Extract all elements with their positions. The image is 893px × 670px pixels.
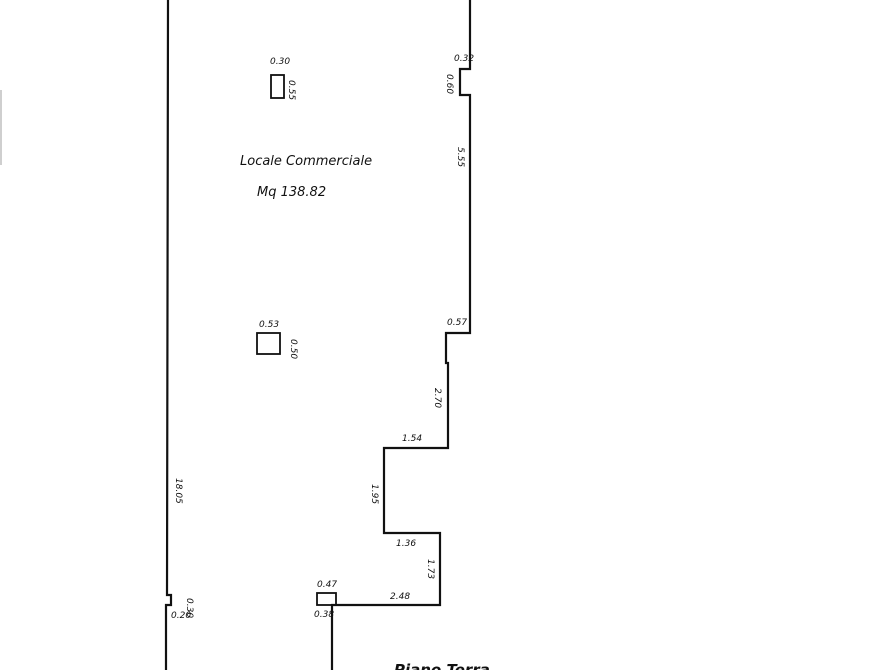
dim-left-notch-width: 0.20 [171, 611, 191, 621]
dim-pillar-low-width: 0.47 [317, 580, 337, 590]
dim-step2-height: 1.73 [425, 559, 435, 579]
right-wall [330, 0, 472, 670]
dim-right-notch-height: 0.60 [444, 74, 454, 94]
dim-pillar-top-width: 0.30 [270, 57, 290, 67]
floor-label: Piano Terra [394, 661, 490, 670]
pillar-middle [256, 332, 281, 355]
left-wall [164, 0, 173, 670]
dim-step2-width: 1.36 [396, 539, 416, 549]
dim-step3-width: 2.48 [390, 592, 410, 602]
room-name: Locale Commerciale [240, 154, 372, 169]
dim-right-step-width: 0.57 [447, 318, 467, 328]
dim-step1-width: 1.54 [402, 434, 422, 444]
dim-left-wall: 18.05 [173, 478, 183, 504]
dim-pillar-low-height: 0.38 [314, 610, 334, 620]
dim-pillar-mid-width: 0.53 [259, 320, 279, 330]
room-area: Mq 138.82 [257, 185, 326, 200]
dim-pillar-mid-height: 0.50 [288, 339, 298, 359]
dim-pillar-top-height: 0.55 [286, 80, 296, 100]
dim-right-notch-width: 0.32 [454, 54, 474, 64]
dim-step1-height: 1.95 [369, 484, 379, 504]
dim-right-wall-upper: 5.55 [455, 147, 465, 167]
pillar-top [270, 74, 285, 99]
dim-left-notch-height: 0.30 [184, 598, 194, 618]
dim-right-wall-mid: 2.70 [432, 388, 442, 408]
pillar-lower [316, 592, 337, 606]
